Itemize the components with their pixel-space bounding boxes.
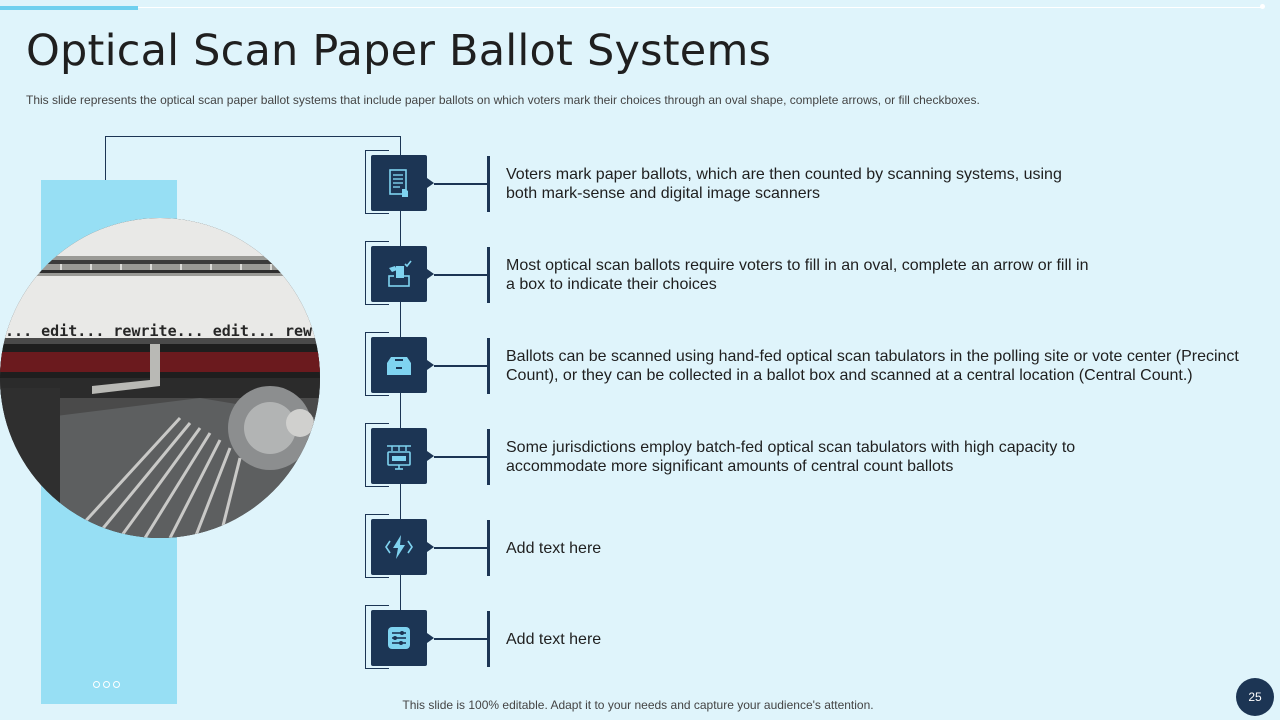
icon-bracket <box>365 332 389 396</box>
lightning-bolt-icon <box>385 535 413 559</box>
icon-box <box>371 155 427 211</box>
timeline-spine <box>399 180 401 640</box>
scanner-monitor-icon <box>387 445 411 470</box>
icon-box <box>371 519 427 575</box>
connector-line <box>434 274 489 276</box>
top-line <box>138 7 1262 8</box>
slide-subtitle: This slide represents the optical scan p… <box>26 93 980 107</box>
text-divider <box>487 611 490 667</box>
item-text: Most optical scan ballots require voters… <box>506 257 1089 293</box>
page-number-badge: 25 <box>1236 678 1274 716</box>
item-text: Some jurisdictions employ batch-fed opti… <box>506 439 1076 475</box>
icon-pointer <box>427 360 434 370</box>
icon-pointer <box>427 633 434 643</box>
icon-box <box>371 610 427 666</box>
ballot-box-icon <box>387 357 411 375</box>
icon-bracket <box>365 423 389 487</box>
dot <box>113 681 120 688</box>
slide-footer: This slide is 100% editable. Adapt it to… <box>402 698 874 712</box>
connector-line <box>434 456 489 458</box>
item-text: Voters mark paper ballots, which are the… <box>506 166 1062 202</box>
icon-pointer <box>427 451 434 461</box>
icon-box <box>371 246 427 302</box>
settings-sliders-icon <box>388 627 410 649</box>
connector-line <box>434 638 489 640</box>
top-accent <box>0 6 138 10</box>
top-connector-line <box>105 136 401 180</box>
item-text: Add text here <box>506 631 602 648</box>
connector-line <box>434 547 489 549</box>
dot <box>103 681 110 688</box>
icon-box <box>371 428 427 484</box>
connector-line <box>434 365 489 367</box>
text-divider <box>487 338 490 394</box>
icon-bracket <box>365 605 389 669</box>
typewriter-illustration: e... edit... rewrite... edit... rew <box>0 218 320 538</box>
item-text: Add text here <box>506 540 602 557</box>
icon-pointer <box>427 542 434 552</box>
icon-pointer <box>427 269 434 279</box>
slide-title: Optical Scan Paper Ballot Systems <box>26 26 772 76</box>
connector-line <box>434 183 489 185</box>
ballot-box-vote-icon <box>388 260 412 287</box>
icon-bracket <box>365 150 389 214</box>
top-decor-bar <box>0 4 1265 10</box>
ballot-document-icon <box>389 169 408 197</box>
icon-box <box>371 337 427 393</box>
icon-pointer <box>427 178 434 188</box>
text-divider <box>487 520 490 576</box>
top-line-dot <box>1260 4 1265 9</box>
text-divider <box>487 156 490 212</box>
dot <box>93 681 100 688</box>
text-divider <box>487 429 490 485</box>
typewriter-photo: e... edit... rewrite... edit... rew <box>0 218 320 538</box>
icon-bracket <box>365 241 389 305</box>
pagination-dots <box>93 681 120 688</box>
text-divider <box>487 247 490 303</box>
icon-bracket <box>365 514 389 578</box>
item-text: Ballots can be scanned using hand-fed op… <box>506 348 1239 384</box>
typewriter-text: e... edit... rewrite... edit... rew <box>0 322 313 340</box>
